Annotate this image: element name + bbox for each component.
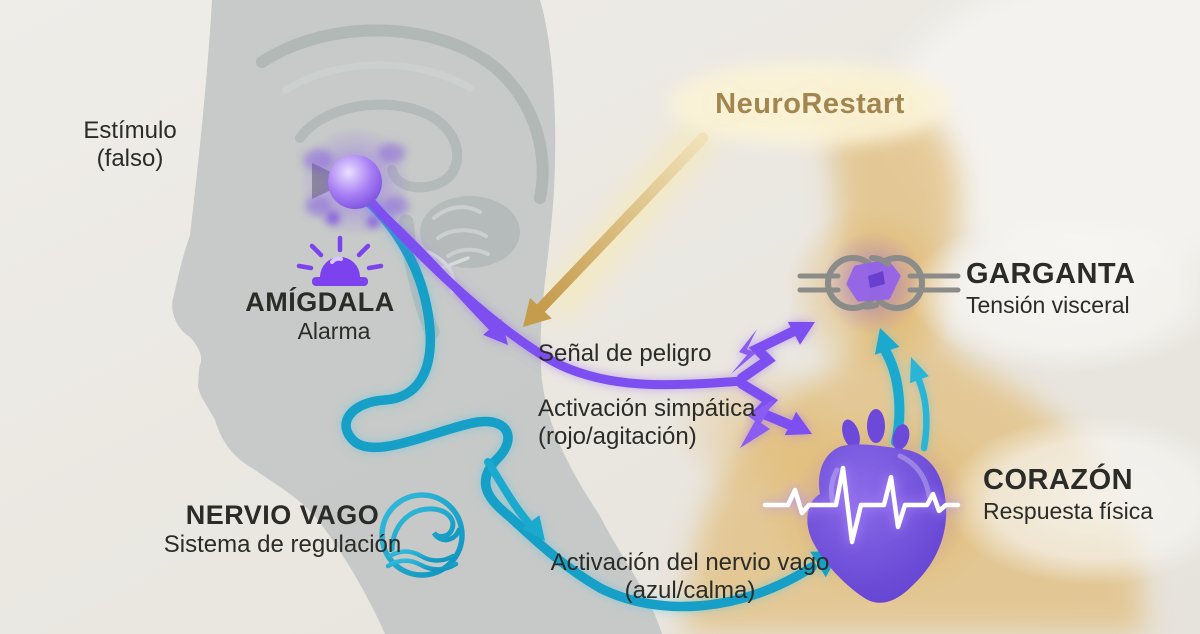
vagus-title: NERVIO VAGO	[185, 500, 380, 530]
sympathetic-line1: Activación simpática	[538, 395, 756, 422]
stimulus-label: Estímulo (falso)	[55, 117, 205, 173]
brand-arrow	[523, 132, 709, 327]
vagus-label: NERVIO VAGO Sistema de regulación	[150, 500, 415, 559]
background-highlight	[890, 0, 1200, 270]
danger-signal-label: Señal de peligro	[538, 340, 712, 367]
amygdala-label: AMÍGDALA Alarma	[235, 287, 405, 345]
stimulus-line2: (falso)	[96, 144, 164, 172]
vagus-activation-line2: (azul/calma)	[624, 576, 756, 604]
wave-icon	[379, 492, 465, 578]
vagus-branch-arrow	[484, 458, 536, 531]
throat-subtitle: Tensión visceral	[966, 291, 1130, 318]
alarm-siren-icon	[296, 235, 384, 286]
knot-icon	[797, 255, 961, 311]
amygdala-subtitle: Alarma	[297, 318, 371, 345]
vagus-activation-line1: Activación del nervio vago	[550, 549, 830, 576]
amygdala-title: AMÍGDALA	[245, 287, 395, 317]
brain-illustration	[256, 24, 549, 340]
heart-icon	[762, 409, 961, 603]
danger-signal-path	[367, 198, 815, 448]
throat-label-backdrop	[908, 212, 1200, 372]
heart-label: CORAZÓN Respuesta física	[983, 464, 1153, 524]
sympathetic-line2: (rojo/agitación)	[538, 422, 697, 450]
vagus-activation-label: Activación del nervio vago (azul/calma)	[530, 549, 850, 605]
amygdala-node	[299, 126, 411, 238]
danger-branch-arrow	[376, 208, 498, 333]
head-silhouette	[172, 0, 662, 634]
heart-title: CORAZÓN	[983, 464, 1134, 496]
throat-title: GARGANTA	[966, 258, 1136, 290]
heart-subtitle: Respuesta física	[983, 497, 1154, 524]
lightning-bolt-icon	[740, 398, 776, 448]
brand-title: NeuroRestart	[715, 88, 905, 120]
throat-label: GARGANTA Tensión visceral	[966, 258, 1135, 318]
heart-label-backdrop	[945, 415, 1200, 585]
vagus-subtitle: Sistema de regulación	[163, 531, 402, 559]
brand-halo	[670, 62, 950, 146]
ekg-line-icon	[762, 465, 961, 545]
stimulus-line1: Estímulo	[83, 117, 177, 144]
sympathetic-label: Activación simpática (rojo/agitación)	[538, 395, 755, 451]
lightning-bolt-icon	[731, 329, 757, 374]
